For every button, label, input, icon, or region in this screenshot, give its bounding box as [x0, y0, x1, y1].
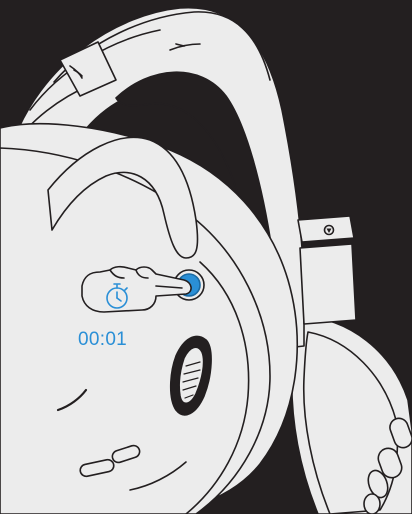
power-button-icon — [325, 226, 334, 235]
rear-earcup — [292, 316, 412, 514]
timer-readout: 00:01 — [78, 329, 138, 351]
